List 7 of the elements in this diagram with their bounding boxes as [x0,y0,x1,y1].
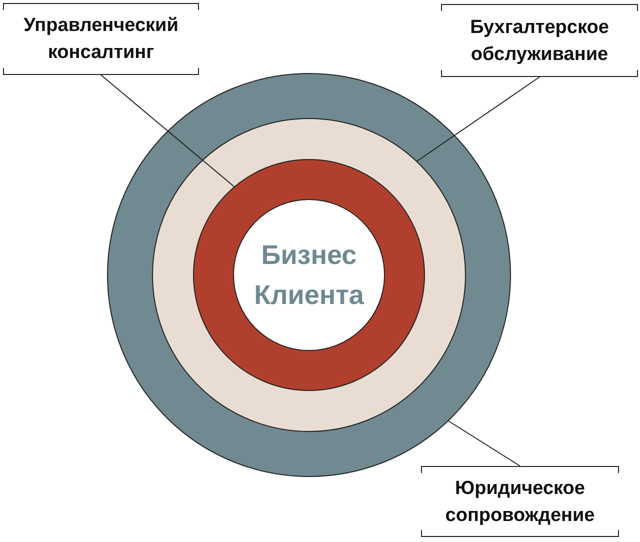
callout-box: Юридическое сопровождение [421,466,619,537]
leader-line [448,420,520,466]
center-label: Бизнес Клиента [253,239,365,312]
leader-line [416,76,540,162]
callout-box: Бухгалтерское обслуживание [441,4,638,77]
callout-box: Управленческий консалтинг [3,3,199,75]
leader-line [100,74,234,187]
